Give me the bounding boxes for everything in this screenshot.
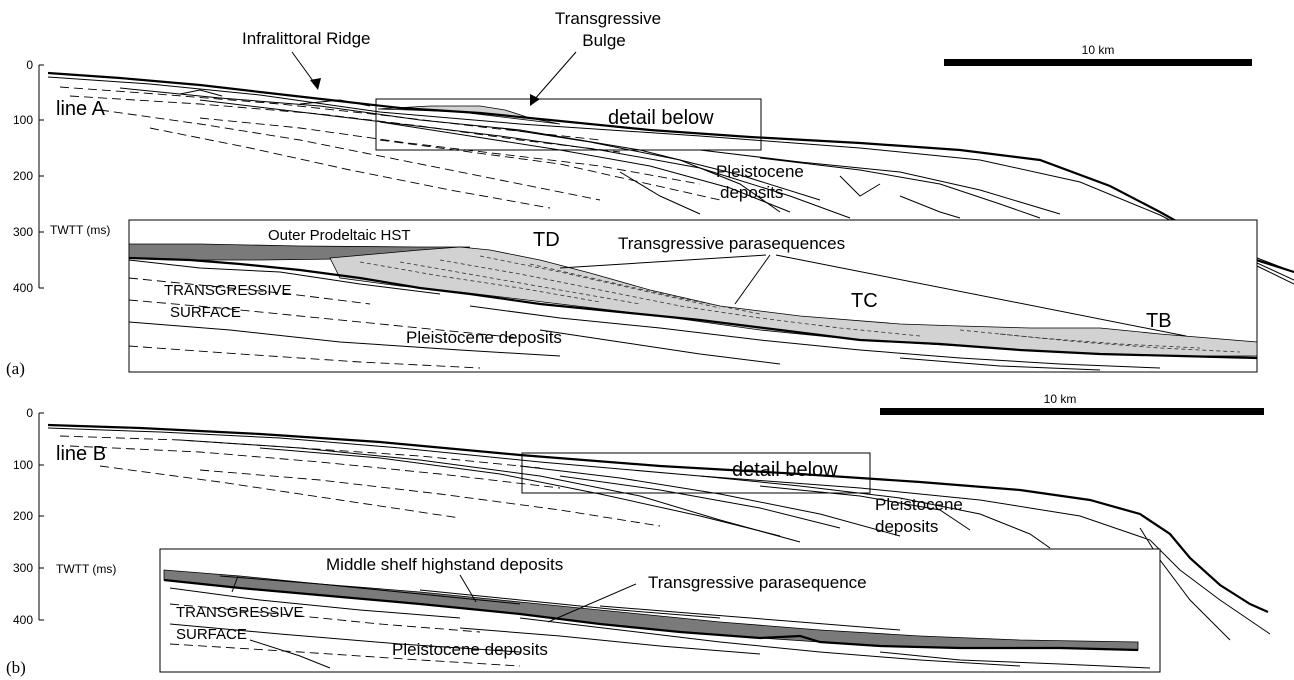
transgressive-bulge-label-2: Bulge xyxy=(582,31,625,50)
pleistocene-label-a-1: Pleistocene xyxy=(716,162,804,181)
scale-bar-label: 10 km xyxy=(1082,43,1115,57)
tick-label-400: 400 xyxy=(13,613,33,627)
depth-axis-a: 0 100 200 300 400 TWTT (ms) xyxy=(13,58,110,295)
transgressive-surface-label-a-2: SURFACE xyxy=(170,304,241,321)
axis-label-twtt: TWTT (ms) xyxy=(50,223,110,237)
panel-b: 0 100 200 300 400 TWTT (ms) line B 10 km xyxy=(6,392,1270,677)
tick-label-400: 400 xyxy=(13,281,33,295)
panel-a-tag: (a) xyxy=(6,359,25,378)
infralittoral-ridge-label: Infralittoral Ridge xyxy=(242,29,371,48)
transgressive-bulge-label-1: Transgressive xyxy=(555,9,661,28)
scale-bar-b: 10 km xyxy=(880,392,1264,415)
detail-below-label-a: detail below xyxy=(608,107,714,129)
bulge-arrow xyxy=(534,52,576,100)
detail-panel-b: Middle shelf highstand deposits Transgre… xyxy=(160,549,1160,672)
tick-label-100: 100 xyxy=(13,113,33,127)
tick-label-0: 0 xyxy=(26,58,33,72)
tc-label: TC xyxy=(851,290,878,312)
scale-bar-label: 10 km xyxy=(1044,392,1077,406)
tick-label-200: 200 xyxy=(13,509,33,523)
pleistocene-label-a-2: deposits xyxy=(720,183,783,202)
parasequence-label: Transgressive parasequence xyxy=(648,573,867,592)
transgressive-surface-label-b-2: SURFACE xyxy=(176,626,247,643)
tick-label-300: 300 xyxy=(13,225,33,239)
middle-shelf-label: Middle shelf highstand deposits xyxy=(326,555,563,574)
transgressive-surface-label-a-1: TRANSGRESSIVE xyxy=(164,282,292,299)
tick-label-300: 300 xyxy=(13,561,33,575)
transgressive-surface-label-b-1: TRANSGRESSIVE xyxy=(176,604,304,621)
line-a-label: line A xyxy=(56,98,106,120)
pleistocene-label-b-2: deposits xyxy=(875,517,938,536)
line-b-label: line B xyxy=(56,443,106,465)
detail-below-label-b: detail below xyxy=(732,459,838,481)
scale-bar-rect xyxy=(880,408,1264,415)
bulge-arrowhead xyxy=(530,94,540,106)
tick-label-200: 200 xyxy=(13,169,33,183)
tick-label-100: 100 xyxy=(13,458,33,472)
td-label: TD xyxy=(533,229,560,251)
detail-panel-a: Outer Prodeltaic HST TD TC TB Transgress… xyxy=(129,220,1257,372)
outer-hst-label: Outer Prodeltaic HST xyxy=(268,227,411,244)
tick-label-0: 0 xyxy=(26,406,33,420)
pleistocene-label-b-1: Pleistocene xyxy=(875,495,963,514)
axis-label-twtt: TWTT (ms) xyxy=(56,562,116,576)
scale-bar-a: 10 km xyxy=(944,43,1252,66)
parasequences-label: Transgressive parasequences xyxy=(618,234,845,253)
pleistocene-deposits-label-a: Pleistocene deposits xyxy=(406,328,562,347)
panel-a: 0 100 200 300 400 TWTT (ms) line A 10 km xyxy=(6,9,1294,378)
panel-b-tag: (b) xyxy=(6,658,26,677)
infralittoral-arrowhead xyxy=(310,78,321,90)
pleistocene-deposits-label-b: Pleistocene deposits xyxy=(392,640,548,659)
depth-axis-b: 0 100 200 300 400 TWTT (ms) xyxy=(13,406,116,627)
scale-bar-rect xyxy=(944,59,1252,66)
